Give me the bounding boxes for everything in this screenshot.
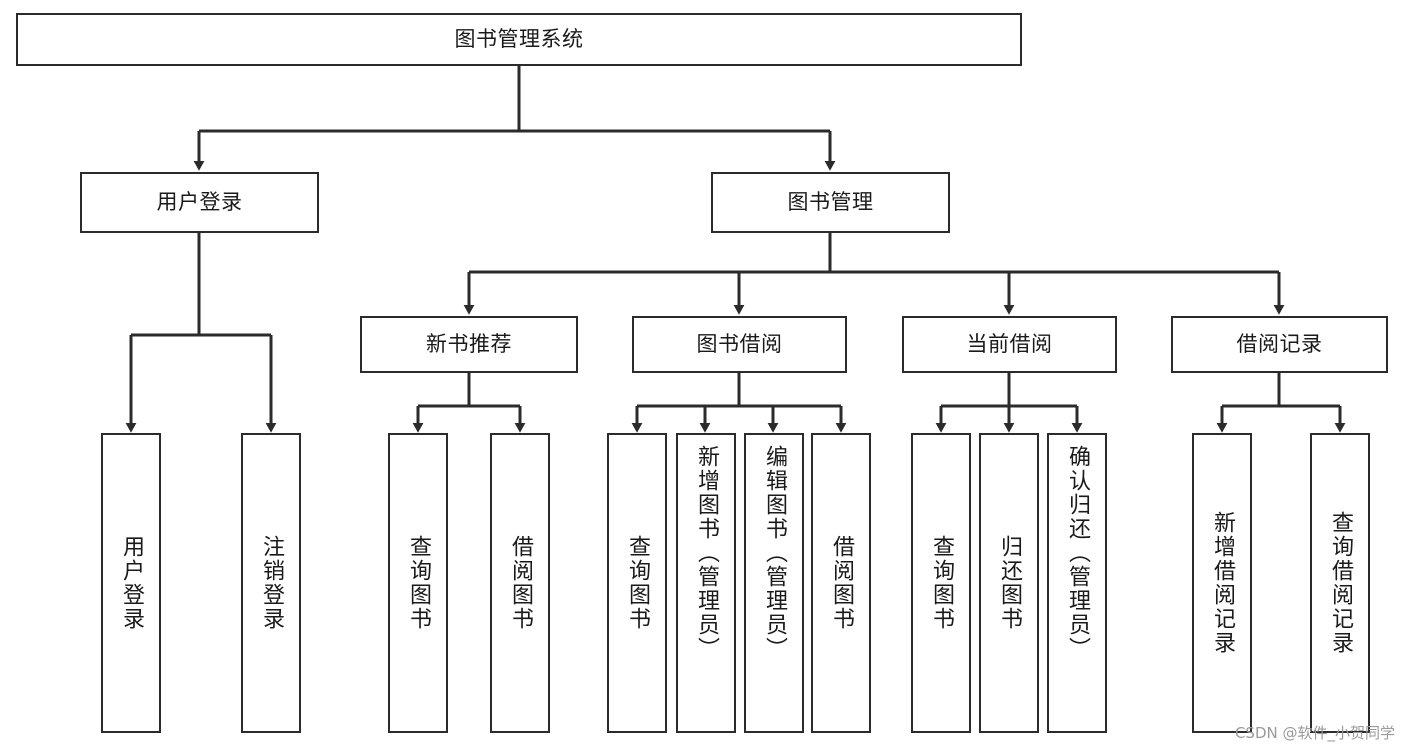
leaf-records-add-record[interactable]: 新增借阅记录 [1192,433,1252,733]
node-book-borrow[interactable]: 图书借阅 [632,316,847,373]
node-label: 新书推荐 [426,332,512,357]
leaf-new-book-borrow-book[interactable]: 借阅图书 [490,433,550,733]
node-label: 查询图书 [929,535,954,631]
leaf-borrow-borrow-book[interactable]: 借阅图书 [811,433,871,733]
leaf-new-book-query-book[interactable]: 查询图书 [388,433,448,733]
node-label: 图书管理 [787,190,874,215]
node-label: 归还图书 [997,535,1022,631]
node-borrow-records[interactable]: 借阅记录 [1171,316,1388,373]
leaf-current-confirm-return-admin[interactable]: 确认归还（管理员） [1047,433,1107,733]
leaf-user-login-logout[interactable]: 注销登录 [241,433,301,733]
node-label: 新增图书（管理员） [694,445,719,661]
leaf-borrow-add-book-admin[interactable]: 新增图书（管理员） [676,433,736,733]
node-label: 用户登录 [119,535,144,631]
node-label: 注销登录 [259,535,284,631]
leaf-records-query-record[interactable]: 查询借阅记录 [1310,433,1370,733]
watermark: CSDN @软件_小贺同学 [1234,724,1395,742]
node-label: 图书借阅 [696,332,783,357]
node-label: 借阅记录 [1236,332,1323,357]
leaf-borrow-edit-book-admin[interactable]: 编辑图书（管理员） [744,433,804,733]
node-root-library-system[interactable]: 图书管理系统 [16,13,1022,66]
node-label: 当前借阅 [966,332,1053,357]
node-label: 查询图书 [406,535,431,631]
node-label: 确认归还（管理员） [1065,445,1090,661]
node-label: 借阅图书 [508,535,533,631]
node-label: 查询借阅记录 [1328,511,1353,655]
node-new-book-recommend[interactable]: 新书推荐 [360,316,578,373]
node-label: 图书管理系统 [454,27,584,52]
node-user-login[interactable]: 用户登录 [80,172,319,233]
leaf-current-return-book[interactable]: 归还图书 [979,433,1039,733]
leaf-user-login-login[interactable]: 用户登录 [101,433,161,733]
leaf-borrow-query-book[interactable]: 查询图书 [607,433,667,733]
node-label: 用户登录 [156,190,243,215]
node-label: 编辑图书（管理员） [762,445,787,661]
node-book-management[interactable]: 图书管理 [711,172,950,233]
leaf-current-query-book[interactable]: 查询图书 [911,433,971,733]
node-label: 查询图书 [625,535,650,631]
node-current-borrow[interactable]: 当前借阅 [902,316,1117,373]
node-label: 借阅图书 [829,535,854,631]
node-label: 新增借阅记录 [1210,511,1235,655]
